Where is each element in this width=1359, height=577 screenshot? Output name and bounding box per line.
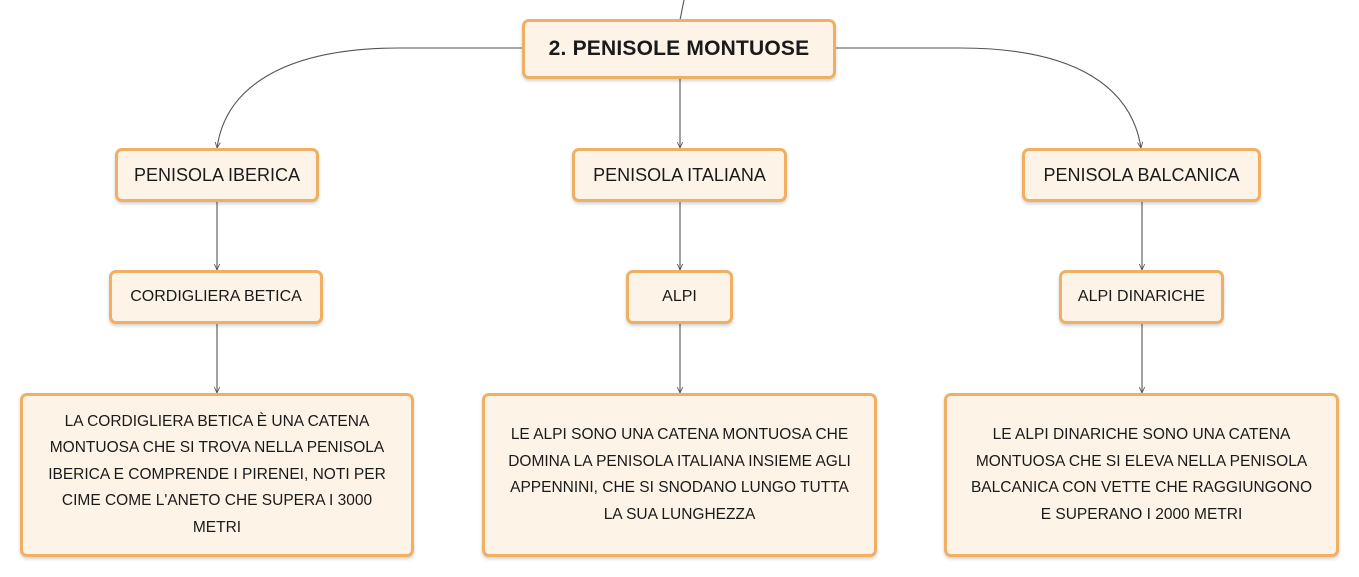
desc-italiana-text: LE ALPI SONO UNA CATENA MONTUOSA CHE DOM… xyxy=(508,422,851,528)
desc-iberica-line: LA CORDIGLIERA BETICA È UNA CATENA xyxy=(64,412,370,430)
node-penisola-iberica[interactable]: PENISOLA IBERICA xyxy=(115,148,319,202)
node-desc-italiana[interactable]: LE ALPI SONO UNA CATENA MONTUOSA CHE DOM… xyxy=(482,393,877,557)
desc-italiana-line: LE ALPI SONO UNA CATENA MONTUOSA CHE xyxy=(510,426,849,443)
desc-iberica-line: MONTUOSA CHE SI TROVA NELLA PENISOLA xyxy=(49,439,385,457)
desc-iberica-line: IBERICA E COMPRENDE I PIRENEI, NOTI PER xyxy=(48,465,386,483)
node-cordigliera-betica[interactable]: CORDIGLIERA BETICA xyxy=(109,270,323,324)
node-desc-iberica[interactable]: LA CORDIGLIERA BETICA È UNA CATENA MONTU… xyxy=(20,393,414,557)
alpi-dinariche-label: ALPI DINARICHE xyxy=(1077,288,1206,305)
penisola-italiana-label: PENISOLA ITALIANA xyxy=(593,164,766,185)
node-penisola-italiana[interactable]: PENISOLA ITALIANA xyxy=(572,148,787,202)
penisola-balcanica-label: PENISOLA BALCANICA xyxy=(1043,164,1240,185)
root-label: 2. PENISOLE MONTUOSE xyxy=(548,37,810,60)
incoming-connector xyxy=(679,0,685,21)
desc-balcanica-line: E SUPERANO I 2000 METRI xyxy=(1040,505,1243,523)
desc-italiana-line: LA SUA LUNGHEZZA xyxy=(603,505,756,523)
desc-italiana-line: APPENNINI, CHE SI SNODANO LUNGO TUTTA xyxy=(510,479,849,496)
node-penisola-balcanica[interactable]: PENISOLA BALCANICA xyxy=(1022,148,1261,202)
node-alpi[interactable]: ALPI xyxy=(626,270,733,324)
desc-balcanica-line: MONTUOSA CHE SI ELEVA NELLA PENISOLA xyxy=(975,452,1308,470)
connector-root-iberica xyxy=(217,47,523,148)
desc-balcanica-text: LE ALPI DINARICHE SONO UNA CATENA MONTUO… xyxy=(971,422,1312,528)
node-desc-balcanica[interactable]: LE ALPI DINARICHE SONO UNA CATENA MONTUO… xyxy=(944,393,1339,557)
penisola-iberica-label: PENISOLA IBERICA xyxy=(133,164,301,185)
desc-iberica-line: METRI xyxy=(192,518,242,536)
desc-balcanica-line: BALCANICA CON VETTE CHE RAGGIUNGONO xyxy=(970,479,1313,496)
node-alpi-dinariche[interactable]: ALPI DINARICHE xyxy=(1059,270,1224,324)
cordigliera-betica-label: CORDIGLIERA BETICA xyxy=(130,288,302,305)
desc-italiana-line: DOMINA LA PENISOLA ITALIANA INSIEME AGLI xyxy=(508,452,851,470)
desc-iberica-text: LA CORDIGLIERA BETICA È UNA CATENA MONTU… xyxy=(48,409,386,542)
alpi-label: ALPI xyxy=(662,288,697,305)
desc-balcanica-line: LE ALPI DINARICHE SONO UNA CATENA xyxy=(992,426,1291,443)
root-node[interactable]: 2. PENISOLE MONTUOSE xyxy=(522,19,836,79)
desc-iberica-line: CIME COME L'ANETO CHE SUPERA I 3000 xyxy=(61,492,373,510)
connector-root-balcanica xyxy=(835,47,1141,148)
